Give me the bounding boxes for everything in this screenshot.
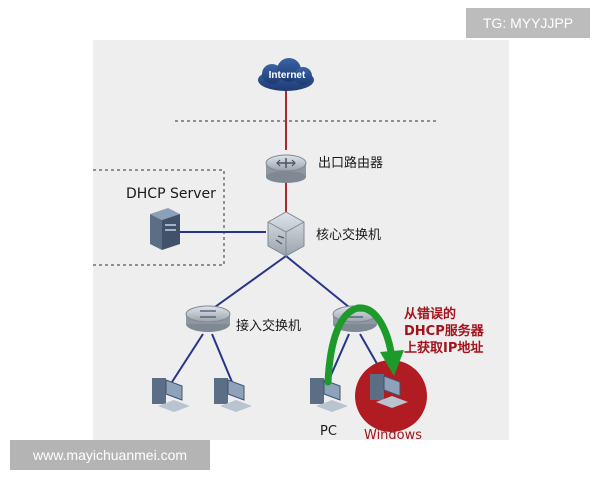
internet-label: Internet — [268, 70, 306, 81]
core-switch-label: 核心交换机 — [316, 228, 382, 243]
wrong-dhcp-path-arrow — [324, 304, 404, 386]
windows-label: Windows — [364, 428, 423, 443]
wrong-dhcp-annotation: 从错误的 DHCP服务器 上获取IP地址 — [404, 306, 484, 357]
annotation-line-3: 上获取IP地址 — [404, 341, 484, 356]
core-switch-icon — [267, 211, 305, 257]
annotation-line-2: DHCP服务器 — [404, 324, 484, 339]
pc-1-icon — [152, 378, 190, 412]
bottom-left-watermark: www.mayichuanmei.com — [10, 440, 210, 470]
access-switch-1-icon — [185, 305, 231, 332]
access1-pc2-link — [211, 333, 233, 383]
router-label: 出口路由器 — [318, 156, 384, 171]
dhcp-server-icon — [150, 208, 180, 250]
core-access2-link — [285, 255, 356, 313]
access1-pc1-link — [171, 333, 204, 383]
internet-cloud-icon — [258, 58, 314, 91]
access-switch-label: 接入交换机 — [236, 319, 302, 334]
windows-pc-icon — [370, 374, 408, 408]
pc-2-icon — [214, 378, 252, 412]
dhcp-server-label: DHCP Server — [126, 186, 216, 202]
core-access1-link — [207, 255, 287, 313]
router-icon — [265, 154, 307, 183]
annotation-line-1: 从错误的 — [404, 307, 457, 322]
top-right-watermark: TG: MYYJJPP — [466, 8, 590, 38]
pc-label: PC — [320, 424, 337, 439]
pc-3-icon — [310, 378, 348, 412]
